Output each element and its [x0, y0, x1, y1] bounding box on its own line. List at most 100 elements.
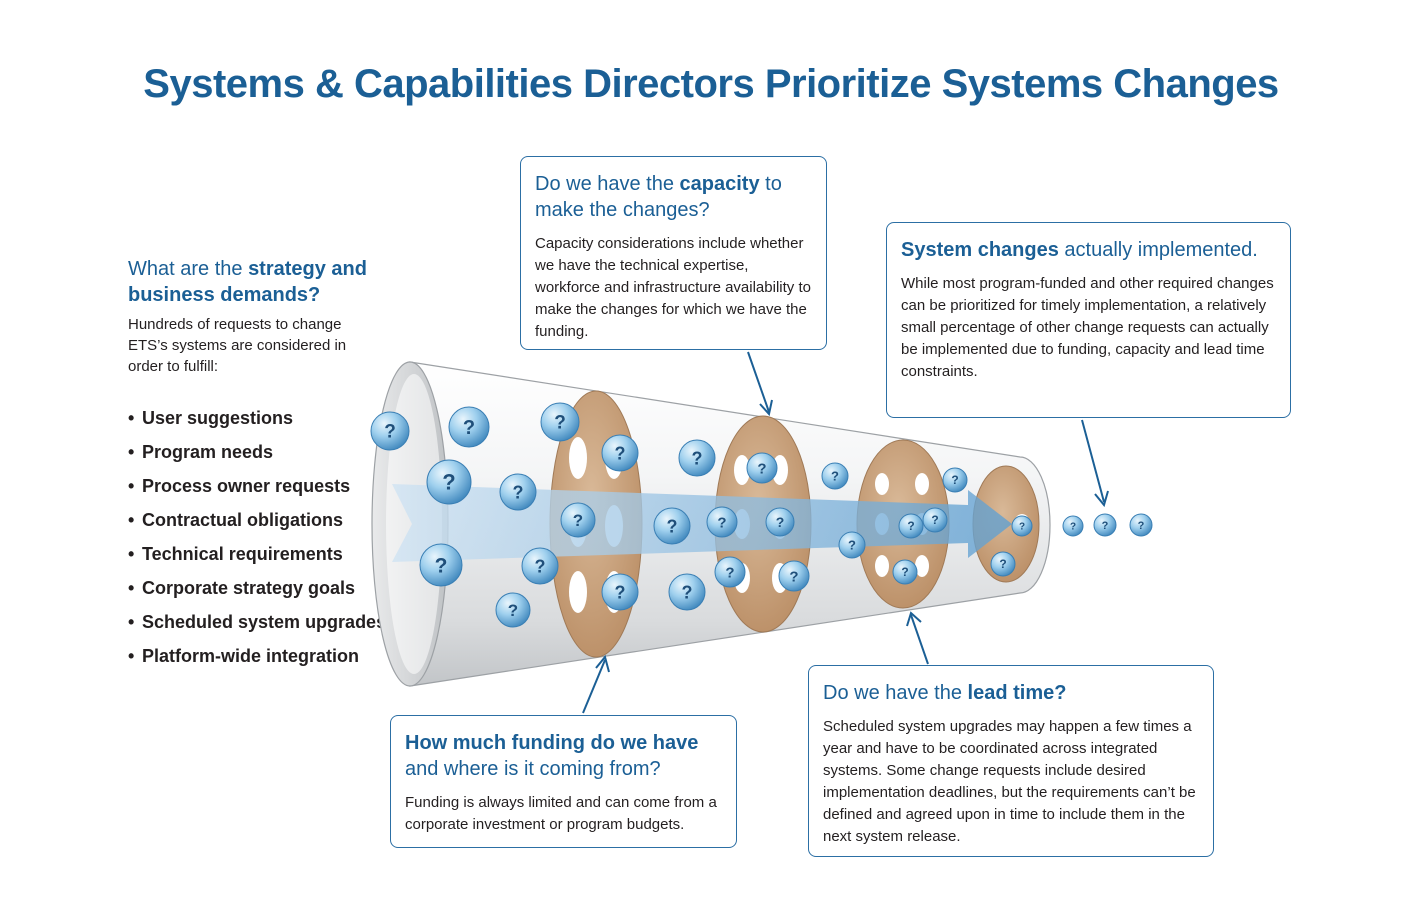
- request-bubble: ?: [560, 502, 596, 538]
- bubble-circle: [448, 406, 490, 448]
- page-title: Systems & Capabilities Directors Priorit…: [143, 62, 1279, 106]
- request-bubble: ?: [495, 592, 531, 628]
- bubble-circle: [370, 411, 410, 451]
- bubble-circle: [601, 573, 639, 611]
- request-bubble: ?: [601, 434, 639, 472]
- question-mark-icon: ?: [435, 554, 448, 577]
- implemented-pointer-head: [1094, 490, 1109, 508]
- question-mark-icon: ?: [1102, 520, 1109, 532]
- bullet: •: [128, 476, 135, 496]
- list-item-label: Contractual obligations: [142, 510, 344, 530]
- bubble-circle: [678, 439, 716, 477]
- question-mark-icon: ?: [384, 422, 396, 443]
- question-mark-icon: ?: [615, 582, 626, 602]
- question-mark-icon: ?: [554, 413, 566, 434]
- funding-heading: How much funding do we have and where is…: [405, 730, 722, 782]
- question-mark-icon: ?: [757, 460, 766, 477]
- bubble-circle: [765, 507, 795, 537]
- bubble-circle: [1062, 515, 1084, 537]
- capacity-pointer: [747, 351, 770, 413]
- list-item-label: User suggestions: [142, 408, 294, 428]
- funding-heading-bold: How much funding do we have: [405, 732, 699, 754]
- bubble-circle: [714, 556, 746, 588]
- list-item: •Corporate strategy goals: [128, 571, 428, 605]
- leadtime-heading-bold: lead time?: [967, 682, 1067, 704]
- list-item: • Process owner requests: [128, 469, 428, 503]
- question-mark-icon: ?: [667, 516, 678, 536]
- request-list: •User suggestions •Program needs •Proces…: [128, 401, 428, 673]
- bubble-circle: [601, 434, 639, 472]
- question-mark-icon: ?: [1070, 522, 1076, 533]
- capacity-body: Capacity considerations include whether …: [535, 235, 811, 340]
- question-mark-icon: ?: [789, 568, 798, 585]
- request-bubble: ?: [922, 507, 948, 533]
- capacity-heading: Do we have the capacity to make the chan…: [535, 171, 812, 223]
- bubble-circle: [778, 560, 810, 592]
- funding-pointer: [582, 659, 606, 714]
- question-mark-icon: ?: [848, 538, 856, 553]
- question-mark-icon: ?: [535, 556, 546, 576]
- list-item-label: Process owner requests: [142, 476, 351, 496]
- question-mark-icon: ?: [717, 514, 726, 531]
- funding-callout: How much funding do we have and where is…: [390, 715, 737, 848]
- request-bubble: ?: [898, 513, 924, 539]
- leadtime-callout: Do we have the lead time? Scheduled syst…: [808, 665, 1214, 857]
- question-mark-icon: ?: [1019, 522, 1025, 533]
- request-bubble: ?: [746, 452, 778, 484]
- funding-heading-post: and where is it coming from?: [405, 758, 661, 780]
- bullet: •: [128, 612, 135, 632]
- leadtime-pointer: [910, 614, 929, 665]
- question-mark-icon: ?: [831, 469, 839, 484]
- strategy-heading-pre: What are the: [128, 258, 249, 280]
- implemented-heading-post: actually implemented.: [1058, 239, 1258, 261]
- bubble-circle: [668, 573, 706, 611]
- request-bubble: ?: [1011, 515, 1033, 537]
- request-bubble: ?: [678, 439, 716, 477]
- bubble-circle: [922, 507, 948, 533]
- question-mark-icon: ?: [1138, 520, 1145, 532]
- request-bubble: ?: [540, 402, 580, 442]
- question-mark-icon: ?: [573, 511, 583, 530]
- bullet: •: [128, 646, 135, 666]
- strategy-body: Hundreds of requests to change ETS’s sys…: [128, 316, 347, 375]
- bullet: •: [128, 578, 135, 598]
- bubble-circle: [706, 506, 738, 538]
- implemented-heading-bold: System changes: [901, 239, 1059, 261]
- list-item-label: Scheduled system upgrades: [142, 612, 387, 632]
- bubble-circle: [653, 507, 691, 545]
- question-mark-icon: ?: [907, 519, 914, 533]
- request-bubble: ?: [668, 573, 706, 611]
- request-bubble: ?: [521, 547, 559, 585]
- bubble-circle: [942, 467, 968, 493]
- bubble-circle: [1129, 513, 1153, 537]
- capacity-heading-post: to make the changes?: [535, 173, 782, 221]
- funding-body: Funding is always limited and can come f…: [405, 794, 717, 833]
- leadtime-pointer-head: [906, 611, 922, 627]
- question-mark-icon: ?: [999, 557, 1006, 571]
- bubble-circle: [821, 462, 849, 490]
- strategy-heading: What are the strategy and business deman…: [128, 256, 428, 308]
- strategy-heading-bold: strategy and business demands?: [128, 258, 367, 306]
- bubble-circle: [898, 513, 924, 539]
- list-item-label: Platform-wide integration: [142, 646, 360, 666]
- request-bubble: ?: [426, 459, 472, 505]
- bubble-circle: [426, 459, 472, 505]
- request-bubble: ?: [653, 507, 691, 545]
- bubble-circle: [499, 473, 537, 511]
- bubble-circle: [1011, 515, 1033, 537]
- request-bubble: ?: [706, 506, 738, 538]
- request-bubble: ?: [942, 467, 968, 493]
- request-bubble: ?: [714, 556, 746, 588]
- capacity-callout: Do we have the capacity to make the chan…: [520, 156, 827, 350]
- request-bubble: ?: [448, 406, 490, 448]
- request-bubble: ?: [821, 462, 849, 490]
- request-bubble: ?: [1129, 513, 1153, 537]
- implemented-body: While most program-funded and other requ…: [901, 275, 1274, 380]
- leadtime-heading: Do we have the lead time?: [823, 680, 1199, 706]
- question-mark-icon: ?: [692, 448, 703, 468]
- list-item: •Technical requirements: [128, 537, 428, 571]
- bullet: •: [128, 544, 135, 564]
- request-bubble: ?: [1062, 515, 1084, 537]
- bubble-circle: [495, 592, 531, 628]
- bubble-circle: [838, 531, 866, 559]
